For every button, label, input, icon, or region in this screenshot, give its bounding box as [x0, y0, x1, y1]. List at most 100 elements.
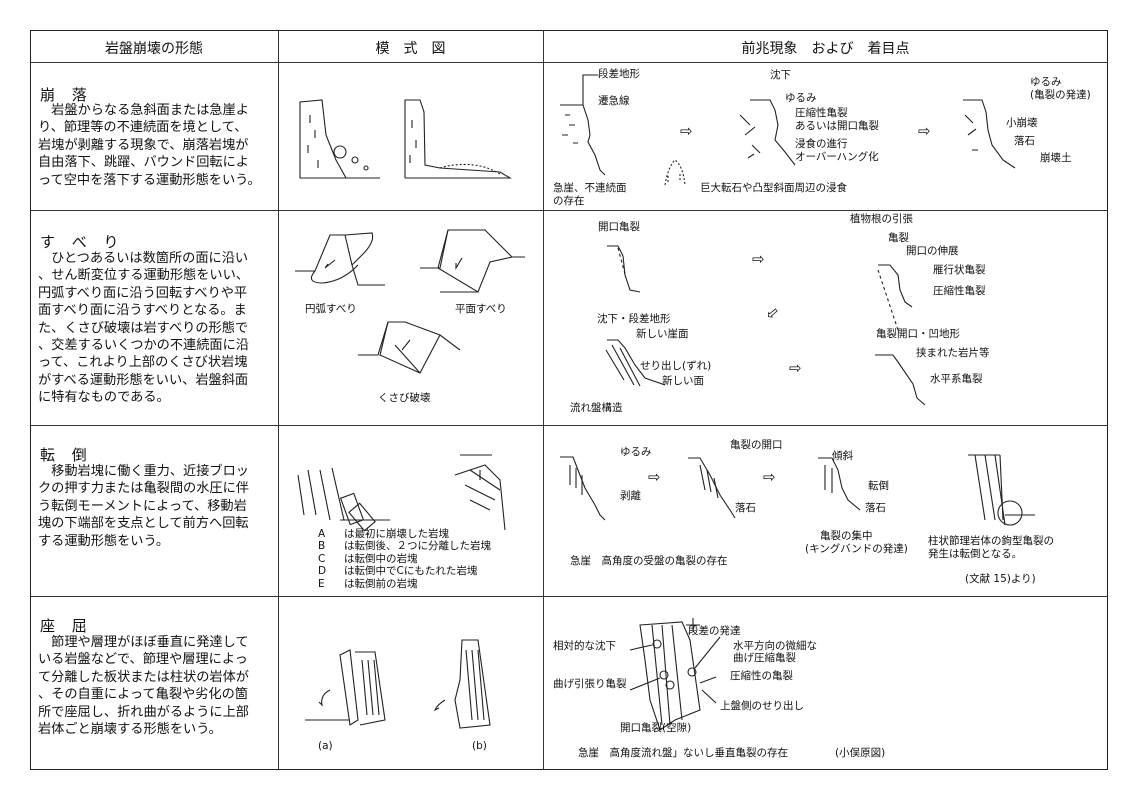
source-note: (小俣原図) [835, 747, 886, 759]
arrow-right-icon: ⇨ [918, 122, 931, 140]
annotation: 水平方向の微細な [733, 640, 817, 652]
annotation: 落石 [1014, 135, 1035, 147]
diagram-caption: くさび破壊 [378, 392, 431, 404]
annotation: 発生は転倒となる。 [928, 548, 1023, 560]
row-description-rockfall: 岩盤からなる急斜面または急崖より、節理等の不連続面を境として、岩塊が剥離する現象… [38, 102, 278, 189]
annotation: 挟まれた岩片等 [916, 347, 990, 359]
text-line: 岩体ごと崩壊する形態をいう。 [38, 722, 222, 738]
divider [278, 30, 279, 770]
legend-key: E [318, 577, 325, 590]
legend-text: は転倒中でCにもたれた岩塊 [344, 565, 478, 578]
arrow-right-icon: ⇨ [648, 468, 661, 486]
annotation: 沈下 [770, 69, 791, 81]
annotation: (キングバンドの発達) [805, 543, 908, 555]
annotation: 新しい崖面 [636, 328, 689, 340]
divider [30, 62, 1108, 63]
arrow-right-icon: ⇨ [789, 359, 802, 377]
annotation: 亀裂の集中 [820, 530, 873, 542]
legend-text: は転倒前の岩塊 [344, 577, 418, 590]
annotation: ゆるみ [785, 92, 817, 104]
annotation: 段差の発達 [688, 625, 741, 637]
annotation: 転倒 [868, 480, 889, 492]
annotation: 開口亀裂(空隙) [620, 722, 692, 734]
legend-item: E は転倒前の岩塊 [318, 578, 491, 590]
text-line: する運動形態をいう。 [38, 533, 170, 549]
annotation: 急崖、不連続面 [553, 182, 627, 194]
annotation: 上盤側のせり出し [720, 700, 804, 712]
source-note: (文献 15)より) [965, 573, 1036, 585]
annotation: 新しい面 [662, 375, 704, 387]
text-line: 所で座屈し、折れ曲がるように上部 [38, 704, 249, 720]
text-line: いる岩盤などで、節理や層理によっ [38, 652, 248, 668]
annotation: 圧縮性亀裂 [933, 285, 986, 297]
text-line: 自由落下、跳躍、バウンド回転によ [38, 155, 249, 171]
legend-key: C [318, 552, 326, 565]
text-line: って空中を落下する運動形態をいう。 [38, 172, 261, 188]
header-precursors: 前兆現象 および 着目点 [741, 41, 910, 57]
annotation: 沈下・段差地形 [597, 313, 671, 325]
annotation: 圧縮性の亀裂 [730, 670, 793, 682]
annotation: 曲げ圧縮亀裂 [733, 652, 796, 664]
legend-key: D [318, 565, 327, 578]
annotation: 亀裂の開口 [730, 439, 783, 451]
annotation: ゆるみ [1030, 76, 1062, 88]
legend-item: B は転倒後、２つに分離した岩塊 [318, 540, 491, 552]
annotation: 水平系亀裂 [930, 373, 983, 385]
text-line: 岩塊が剥離する現象で、崩落岩塊が [38, 137, 249, 153]
annotation: 開口の伸展 [906, 245, 959, 257]
text-line: り、節理等の不連続面を境として、 [38, 120, 248, 136]
text-line: って、これより上部のくさび状岩塊 [38, 355, 248, 371]
annotation: あるいは開口亀裂 [795, 120, 879, 132]
text-line: た、くさび破壊は岩すべりの形態で [38, 320, 249, 336]
annotation: 急崖 高角度の受盤の亀裂の存在 [570, 555, 728, 567]
annotation: 柱状節理岩体の鉤型亀裂の [928, 535, 1054, 547]
annotation: 亀裂開口・凹地形 [876, 328, 960, 340]
annotation: 亀裂 [888, 232, 909, 244]
text-line: 岩盤からなる急斜面または急崖よ [38, 103, 249, 118]
annotation: ゆるみ [620, 446, 652, 458]
annotation: オーバーハング化 [795, 151, 879, 163]
text-line: ひとつあるいは数箇所の面に沿い [38, 251, 249, 266]
annotation: 落石 [865, 502, 886, 514]
divider [30, 596, 1108, 597]
annotation: 遷急線 [598, 95, 630, 107]
annotation: せり出し(ずれ) [640, 360, 712, 372]
text-line: 、その自重によって亀裂や劣化の箇 [38, 687, 248, 703]
legend-text: は転倒後、２つに分離した岩塊 [344, 540, 491, 553]
annotation: 曲げ引張り亀裂 [553, 678, 627, 690]
legend-key: B [318, 540, 326, 553]
annotation: 圧縮性亀裂 [795, 107, 848, 119]
diagram-caption: (b) [472, 740, 487, 752]
header-failure-type: 岩盤崩壊の形態 [105, 41, 203, 57]
annotation: 植物根の引張 [850, 213, 913, 225]
legend-item: C は転倒中の岩塊 [318, 553, 491, 565]
annotation: (亀裂の発達) [1030, 89, 1091, 101]
annotation: 雁行状亀裂 [933, 264, 986, 276]
annotation: 小崩壊 [1006, 117, 1038, 129]
text-line: 面すべり面に沿うすべりとなる。ま [38, 303, 247, 319]
text-line: 、せん断変位する運動形態をいい、 [38, 268, 249, 284]
annotation: 落石 [735, 502, 756, 514]
legend-text: は転倒中の岩塊 [344, 552, 418, 565]
divider [30, 425, 1108, 426]
annotation: 開口亀裂 [598, 221, 640, 233]
arrow-right-icon: ⇨ [763, 468, 776, 486]
annotation: 浸食の進行 [795, 138, 848, 150]
diagram-caption: 円弧すべり [305, 303, 357, 315]
text-line: がすべる運動形態をいい、岩盤斜面 [38, 372, 249, 388]
text-line: て分離した板状または柱状の岩体が [38, 669, 249, 685]
annotation: 流れ盤構造 [570, 402, 623, 414]
annotation: 相対的な沈下 [553, 640, 616, 652]
legend-item: D は転倒中でCにもたれた岩塊 [318, 565, 491, 577]
row-title-sliding: す べ り [40, 233, 125, 251]
row-title-buckling: 座 屈 [40, 617, 93, 635]
text-line: 移動岩塊に働く重力、近接ブロッ [38, 464, 249, 479]
annotation: 崩壊土 [1040, 152, 1072, 164]
row-title-toppling: 転 倒 [40, 446, 93, 464]
divider [543, 30, 544, 770]
diagram-caption: 平面すべり [455, 303, 507, 315]
annotation: 段差地形 [598, 68, 640, 80]
diagram-caption: (a) [318, 740, 333, 752]
